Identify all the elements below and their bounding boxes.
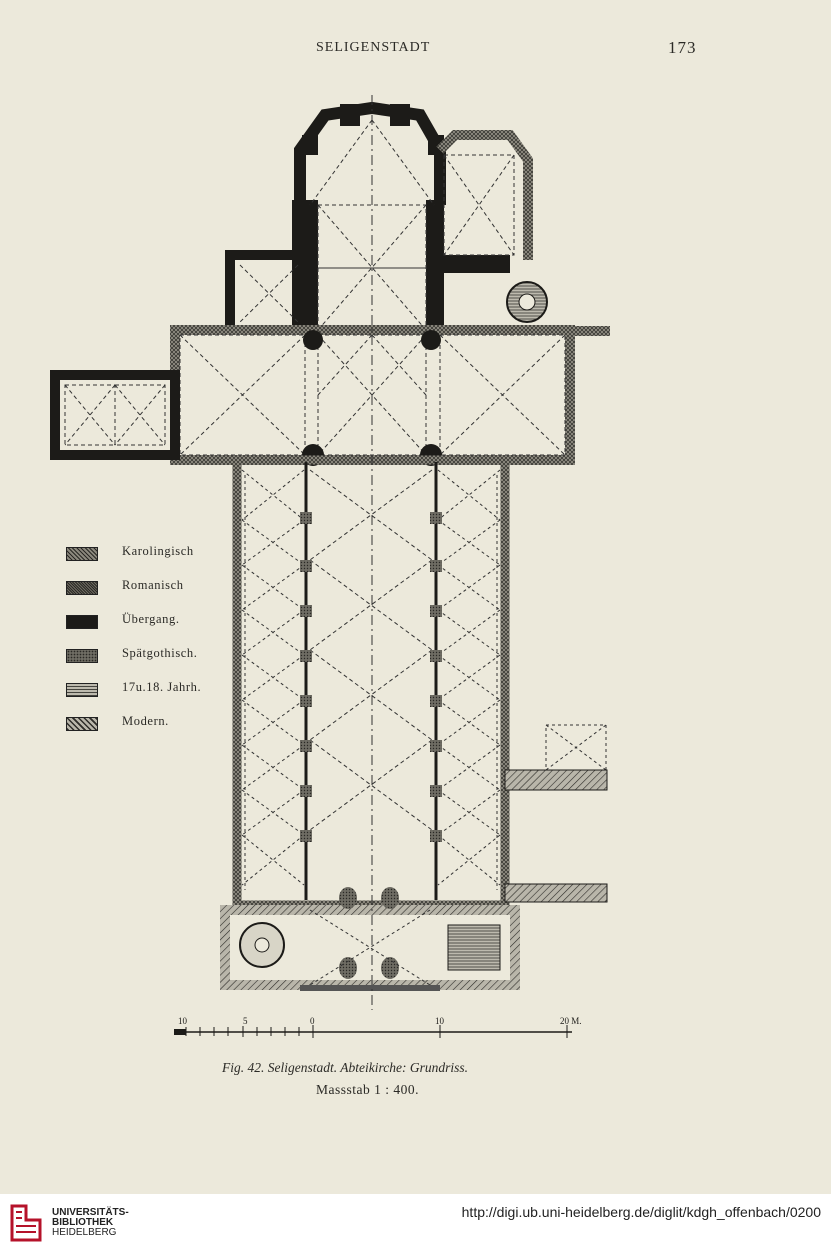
page-number: 173 [668, 38, 697, 57]
library-name-line: BIBLIOTHEK [52, 1217, 114, 1228]
annex-west [50, 370, 180, 460]
legend-label: Karolingisch [122, 544, 194, 558]
westwork [220, 887, 520, 991]
legend-label: Spätgothisch. [122, 646, 198, 660]
library-name-line: HEIDELBERG [52, 1227, 117, 1238]
legend-item: Modern. [66, 714, 236, 731]
legend-item: Karolingisch [66, 544, 236, 561]
legend-swatch-karolingisch [66, 547, 98, 561]
legend-item: Spätgothisch. [66, 646, 236, 663]
legend-swatch-uebergang [66, 615, 98, 629]
scale-label: 10 [435, 1016, 445, 1026]
side-chapel-north-east [436, 130, 548, 323]
source-url-link[interactable]: http://digi.ub.uni-heidelberg.de/diglit/… [461, 1204, 821, 1220]
page-header: SELIGENSTADT 173 [0, 38, 831, 62]
legend-swatch-romanisch [66, 581, 98, 595]
legend-item: Übergang. [66, 612, 236, 629]
scale-label: 0 [310, 1016, 315, 1026]
library-name-line: UNIVERSITÄTS- [52, 1207, 129, 1218]
legend-item: 17u.18. Jahrh. [66, 680, 236, 697]
legend-swatch-17-18-jahrh [66, 683, 98, 697]
choir [292, 101, 446, 331]
running-title: SELIGENSTADT [316, 40, 431, 55]
caption-scale: Massstab 1 : 400. [316, 1082, 419, 1097]
legend-item: Romanisch [66, 578, 236, 595]
legend-label: Übergang. [122, 612, 180, 626]
legend-label: Modern. [122, 714, 169, 728]
legend-swatch-spaetgothisch [66, 649, 98, 663]
library-logo-icon [10, 1204, 42, 1242]
legend-label: Romanisch [122, 578, 184, 592]
scale-label: 5 [243, 1016, 248, 1026]
footer-bar: UNIVERSITÄTS- BIBLIOTHEK HEIDELBERG http… [0, 1194, 831, 1253]
transept [170, 325, 610, 466]
legend-swatch-modern [66, 717, 98, 731]
scale-label: 20 M. [560, 1016, 582, 1026]
legend-label: 17u.18. Jahrh. [122, 680, 202, 694]
scale-label: 10 [178, 1016, 188, 1026]
floor-plan: 10 5 0 10 20 M. [50, 95, 610, 1038]
library-name: UNIVERSITÄTS- BIBLIOTHEK HEIDELBERG [52, 1208, 129, 1238]
nave [232, 455, 510, 910]
annex-east [504, 724, 608, 903]
scale-bar [174, 1025, 572, 1038]
caption-title: Fig. 42. Seligenstadt. Abteikirche: Grun… [222, 1060, 468, 1075]
